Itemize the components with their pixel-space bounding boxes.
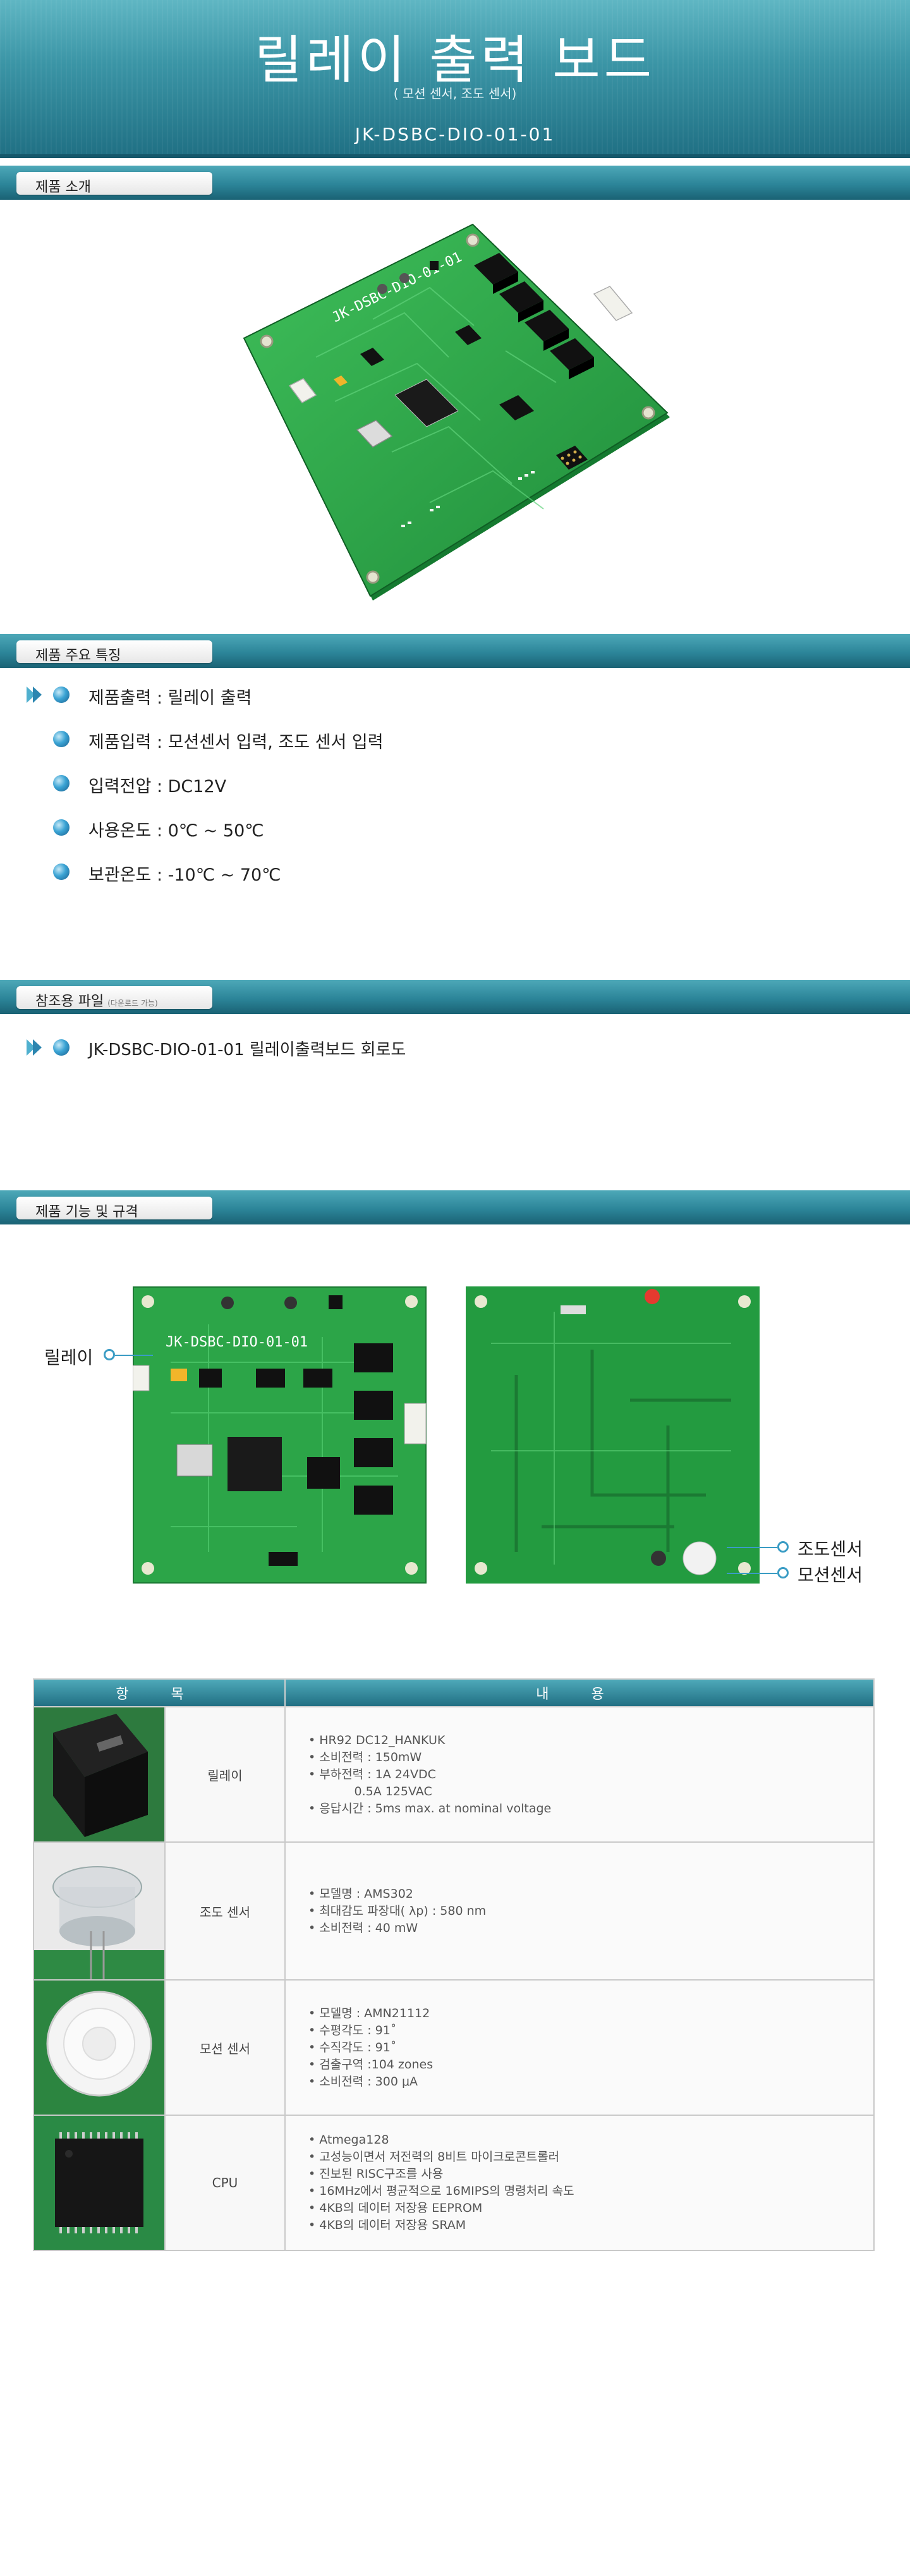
section-label-pill: 제품 주요 특징 (16, 640, 212, 664)
bullet-icon (53, 864, 70, 880)
feature-text: 사용온도 : 0℃ ~ 50℃ (88, 821, 264, 841)
section-title-function: 제품 기능 및 규격 (35, 1204, 138, 1220)
spec-line: • 모델명 : AMN21112 (308, 2006, 430, 2020)
light-sensor-image (34, 1843, 164, 1979)
spec-line: • HR92 DC12_HANKUK (308, 1733, 446, 1747)
spec-table: 항 목 내 용 릴레이 • HR92 DC12_HANKUK • 소비전력 : … (33, 1678, 875, 2251)
page-header: 릴레이 출력 보드 ( 모션 센서, 조도 센서) JK-DSBC-DIO-01… (0, 0, 910, 158)
callout-light-sensor-label: 조도센서 (798, 1539, 863, 1560)
callout-leader (115, 1355, 153, 1356)
spec-line: • 수직각도 : 91˚ (308, 2040, 397, 2054)
page-subtitle: ( 모션 센서, 조도 센서) (393, 86, 517, 101)
table-row: 조도 센서 • 모델명 : AMS302 • 최대감도 파장대( λp) : 5… (33, 1841, 875, 1981)
relay-photo (33, 1706, 166, 1843)
section-title-features: 제품 주요 특징 (35, 648, 121, 664)
spec-line: • 소비전력 : 150mW (308, 1750, 422, 1764)
section-bar-function: 제품 기능 및 규격 (0, 1190, 910, 1224)
spec-table-header: 항 목 내 용 (33, 1678, 875, 1707)
spec-line: • 모델명 : AMS302 (308, 1886, 413, 1901)
spec-line: • 4KB의 데이터 저장용 SRAM (308, 2218, 466, 2232)
section-bar-intro: 제품 소개 (0, 166, 910, 200)
section-label-pill: 참조용 파일(다운로드 가능) (16, 986, 212, 1010)
section-bar-reference: 참조용 파일(다운로드 가능) (0, 980, 910, 1014)
cpu-photo (33, 2115, 166, 2251)
section-bar-features: 제품 주요 특징 (0, 634, 910, 668)
section-label-pill: 제품 소개 (16, 172, 212, 195)
spec-desc: • Atmega128 • 고성능이면서 저전력의 8비트 마이크로콘트롤러 •… (284, 2115, 875, 2251)
spec-name: CPU (164, 2115, 286, 2251)
spec-line: • 소비전력 : 40 mW (308, 1920, 418, 1935)
bullet-icon (53, 1039, 70, 1056)
spec-line: • 최대감도 파장대( λp) : 580 nm (308, 1903, 487, 1918)
spec-name: 릴레이 (164, 1706, 286, 1843)
spec-name: 모션 센서 (164, 1979, 286, 2116)
spec-line: • 소비전력 : 300 μA (308, 2074, 418, 2089)
arrow-icon (27, 1039, 42, 1056)
table-row: CPU • Atmega128 • 고성능이면서 저전력의 8비트 마이크로콘트… (33, 2115, 875, 2251)
relay-block (474, 253, 594, 379)
bullet-icon (53, 731, 70, 747)
relay-image (34, 1707, 164, 1841)
spec-line: • 수평각도 : 91˚ (308, 2023, 397, 2037)
pcb-illustration: JK-DSBC-DIO-01-01 (243, 223, 670, 601)
front-silkscreen: JK-DSBC-DIO-01-01 (166, 1334, 308, 1350)
board-back-photo (466, 1286, 760, 1584)
light-sensor-photo (33, 1841, 166, 1981)
table-row: 모션 센서 • 모델명 : AMN21112 • 수평각도 : 91˚ • 수직… (33, 1979, 875, 2116)
spec-line: • 16MHz에서 평균적으로 16MIPS의 명령처리 속도 (308, 2184, 574, 2198)
board-front-illustration: JK-DSBC-DIO-01-01 (131, 1285, 428, 1585)
spec-desc: • HR92 DC12_HANKUK • 소비전력 : 150mW • 부하전력… (284, 1706, 875, 1843)
section-title-reference: 참조용 파일(다운로드 가능) (35, 990, 158, 1010)
header-content: 내 용 (284, 1678, 875, 1707)
spec-line: • 4KB의 데이터 저장용 EEPROM (308, 2201, 483, 2215)
feature-text: 제품출력 : 릴레이 출력 (88, 688, 252, 708)
page-title: 릴레이 출력 보드 (254, 30, 656, 90)
header-texture (0, 0, 910, 158)
product-photo: JK-DSBC-DIO-01-01 (240, 212, 676, 616)
feature-text: 입력전압 : DC12V (88, 777, 227, 797)
callout-relay-label: 릴레이 (44, 1347, 94, 1368)
feature-text: 보관온도 : -10℃ ~ 70℃ (88, 865, 281, 885)
section-label-pill: 제품 기능 및 규격 (16, 1197, 212, 1220)
callout-marker (777, 1567, 789, 1578)
spec-name: 조도 센서 (164, 1841, 286, 1981)
spec-line: • 응답시간 : 5ms max. at nominal voltage (308, 1801, 552, 1816)
spec-line: • 고성능이면서 저전력의 8비트 마이크로콘트롤러 (308, 2150, 560, 2164)
header-divider (0, 154, 910, 158)
callout-marker (104, 1349, 115, 1360)
callout-leader (727, 1573, 777, 1574)
motion-sensor-image (34, 1981, 164, 2115)
spec-desc: • 모델명 : AMN21112 • 수평각도 : 91˚ • 수직각도 : 9… (284, 1979, 875, 2116)
spec-line: 0.5A 125VAC (308, 1784, 432, 1798)
callout-leader (727, 1547, 777, 1548)
spec-desc: • 모델명 : AMS302 • 최대감도 파장대( λp) : 580 nm … (284, 1841, 875, 1981)
reference-title-text: 참조용 파일 (35, 994, 104, 1010)
callout-motion-sensor-label: 모션센서 (798, 1565, 863, 1585)
board-back-illustration (466, 1286, 760, 1584)
table-row: 릴레이 • HR92 DC12_HANKUK • 소비전력 : 150mW • … (33, 1706, 875, 1843)
spec-line: • 부하전력 : 1A 24VDC (308, 1767, 436, 1781)
spec-line: • 진보된 RISC구조를 사용 (308, 2167, 444, 2181)
motion-sensor-photo (33, 1979, 166, 2116)
spec-line: • Atmega128 (308, 2133, 389, 2147)
reference-file-link[interactable]: JK-DSBC-DIO-01-01 릴레이출력보드 회로도 (88, 1041, 406, 1059)
bullet-icon (53, 687, 70, 703)
model-number: JK-DSBC-DIO-01-01 (355, 124, 555, 145)
cpu-image (34, 2116, 164, 2250)
board-front-photo: JK-DSBC-DIO-01-01 (131, 1285, 428, 1585)
arrow-icon (27, 687, 42, 703)
header-item: 항 목 (33, 1678, 286, 1707)
bullet-icon (53, 775, 70, 791)
section-title-intro: 제품 소개 (35, 180, 91, 195)
feature-text: 제품입력 : 모션센서 입력, 조도 센서 입력 (88, 733, 384, 752)
reference-note: (다운로드 가능) (107, 999, 158, 1008)
bullet-icon (53, 819, 70, 836)
spec-line: • 검출구역 :104 zones (308, 2057, 434, 2072)
callout-marker (777, 1541, 789, 1553)
